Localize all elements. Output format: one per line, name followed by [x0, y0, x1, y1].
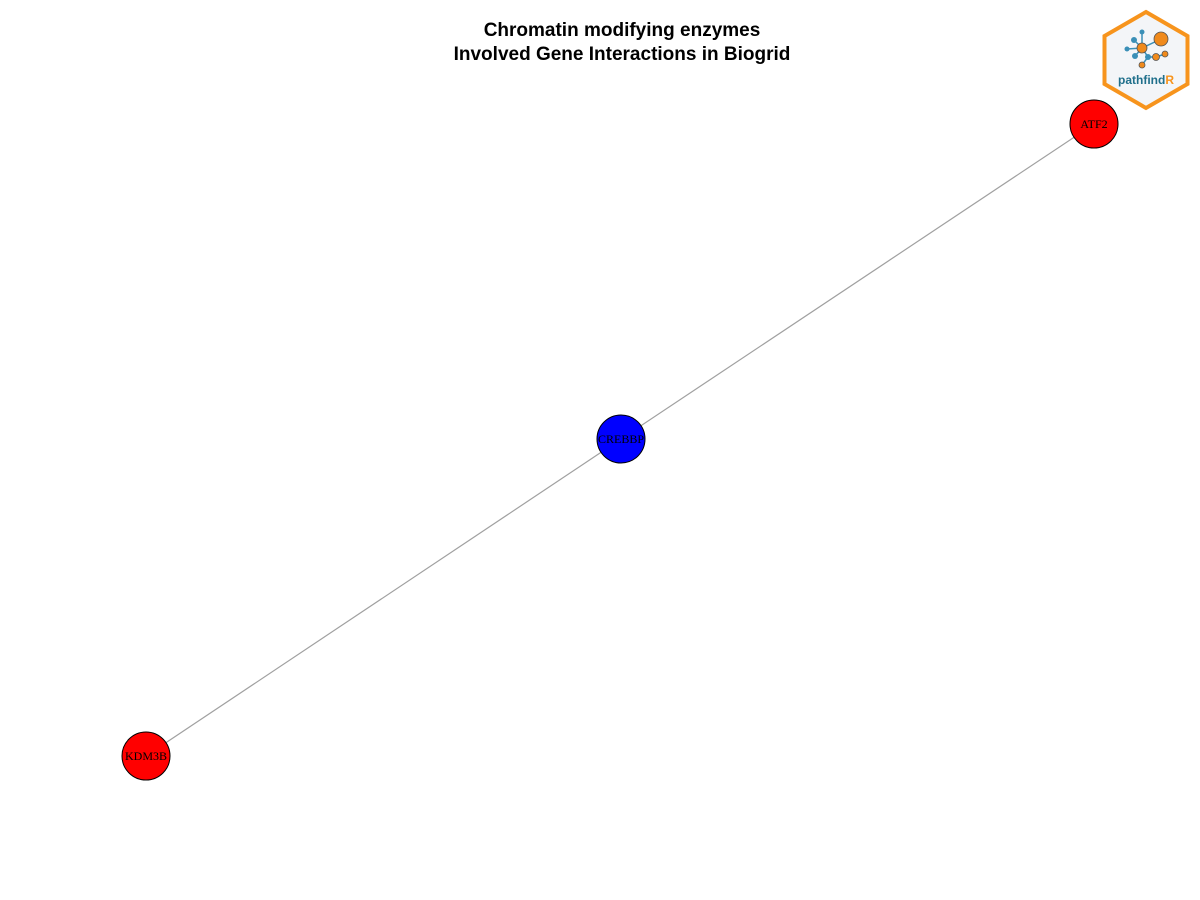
node-crebbp: CREBBP [596, 414, 646, 464]
diagram-title: Chromatin modifying enzymes Involved Gen… [322, 19, 922, 67]
pathfindr-logo: pathfindR [1102, 9, 1190, 111]
node-kdm3b: KDM3B [121, 731, 171, 781]
node-circle-atf2 [1069, 99, 1119, 149]
node-label-kdm3b: KDM3B [125, 749, 167, 763]
node-circle-crebbp [596, 414, 646, 464]
title-line-1: Chromatin modifying enzymes [483, 20, 761, 41]
logo-text-accent: R [1165, 73, 1174, 87]
node-atf2: ATF2 [1069, 99, 1119, 149]
node-label-crebbp: CREBBP [598, 432, 644, 446]
edge-atf2-crebbp [620, 123, 1095, 440]
logo-network-icon [1124, 29, 1169, 69]
node-label-atf2: ATF2 [1080, 117, 1107, 131]
logo-text-main: pathfind [1118, 73, 1165, 87]
title-line-2: Involved Gene Interactions in Biogrid [453, 44, 791, 65]
edge-crebbp-kdm3b [145, 438, 622, 757]
edges-layer [145, 123, 1095, 757]
logo-wordmark: pathfindR [1118, 73, 1174, 87]
node-circle-kdm3b [121, 731, 171, 781]
